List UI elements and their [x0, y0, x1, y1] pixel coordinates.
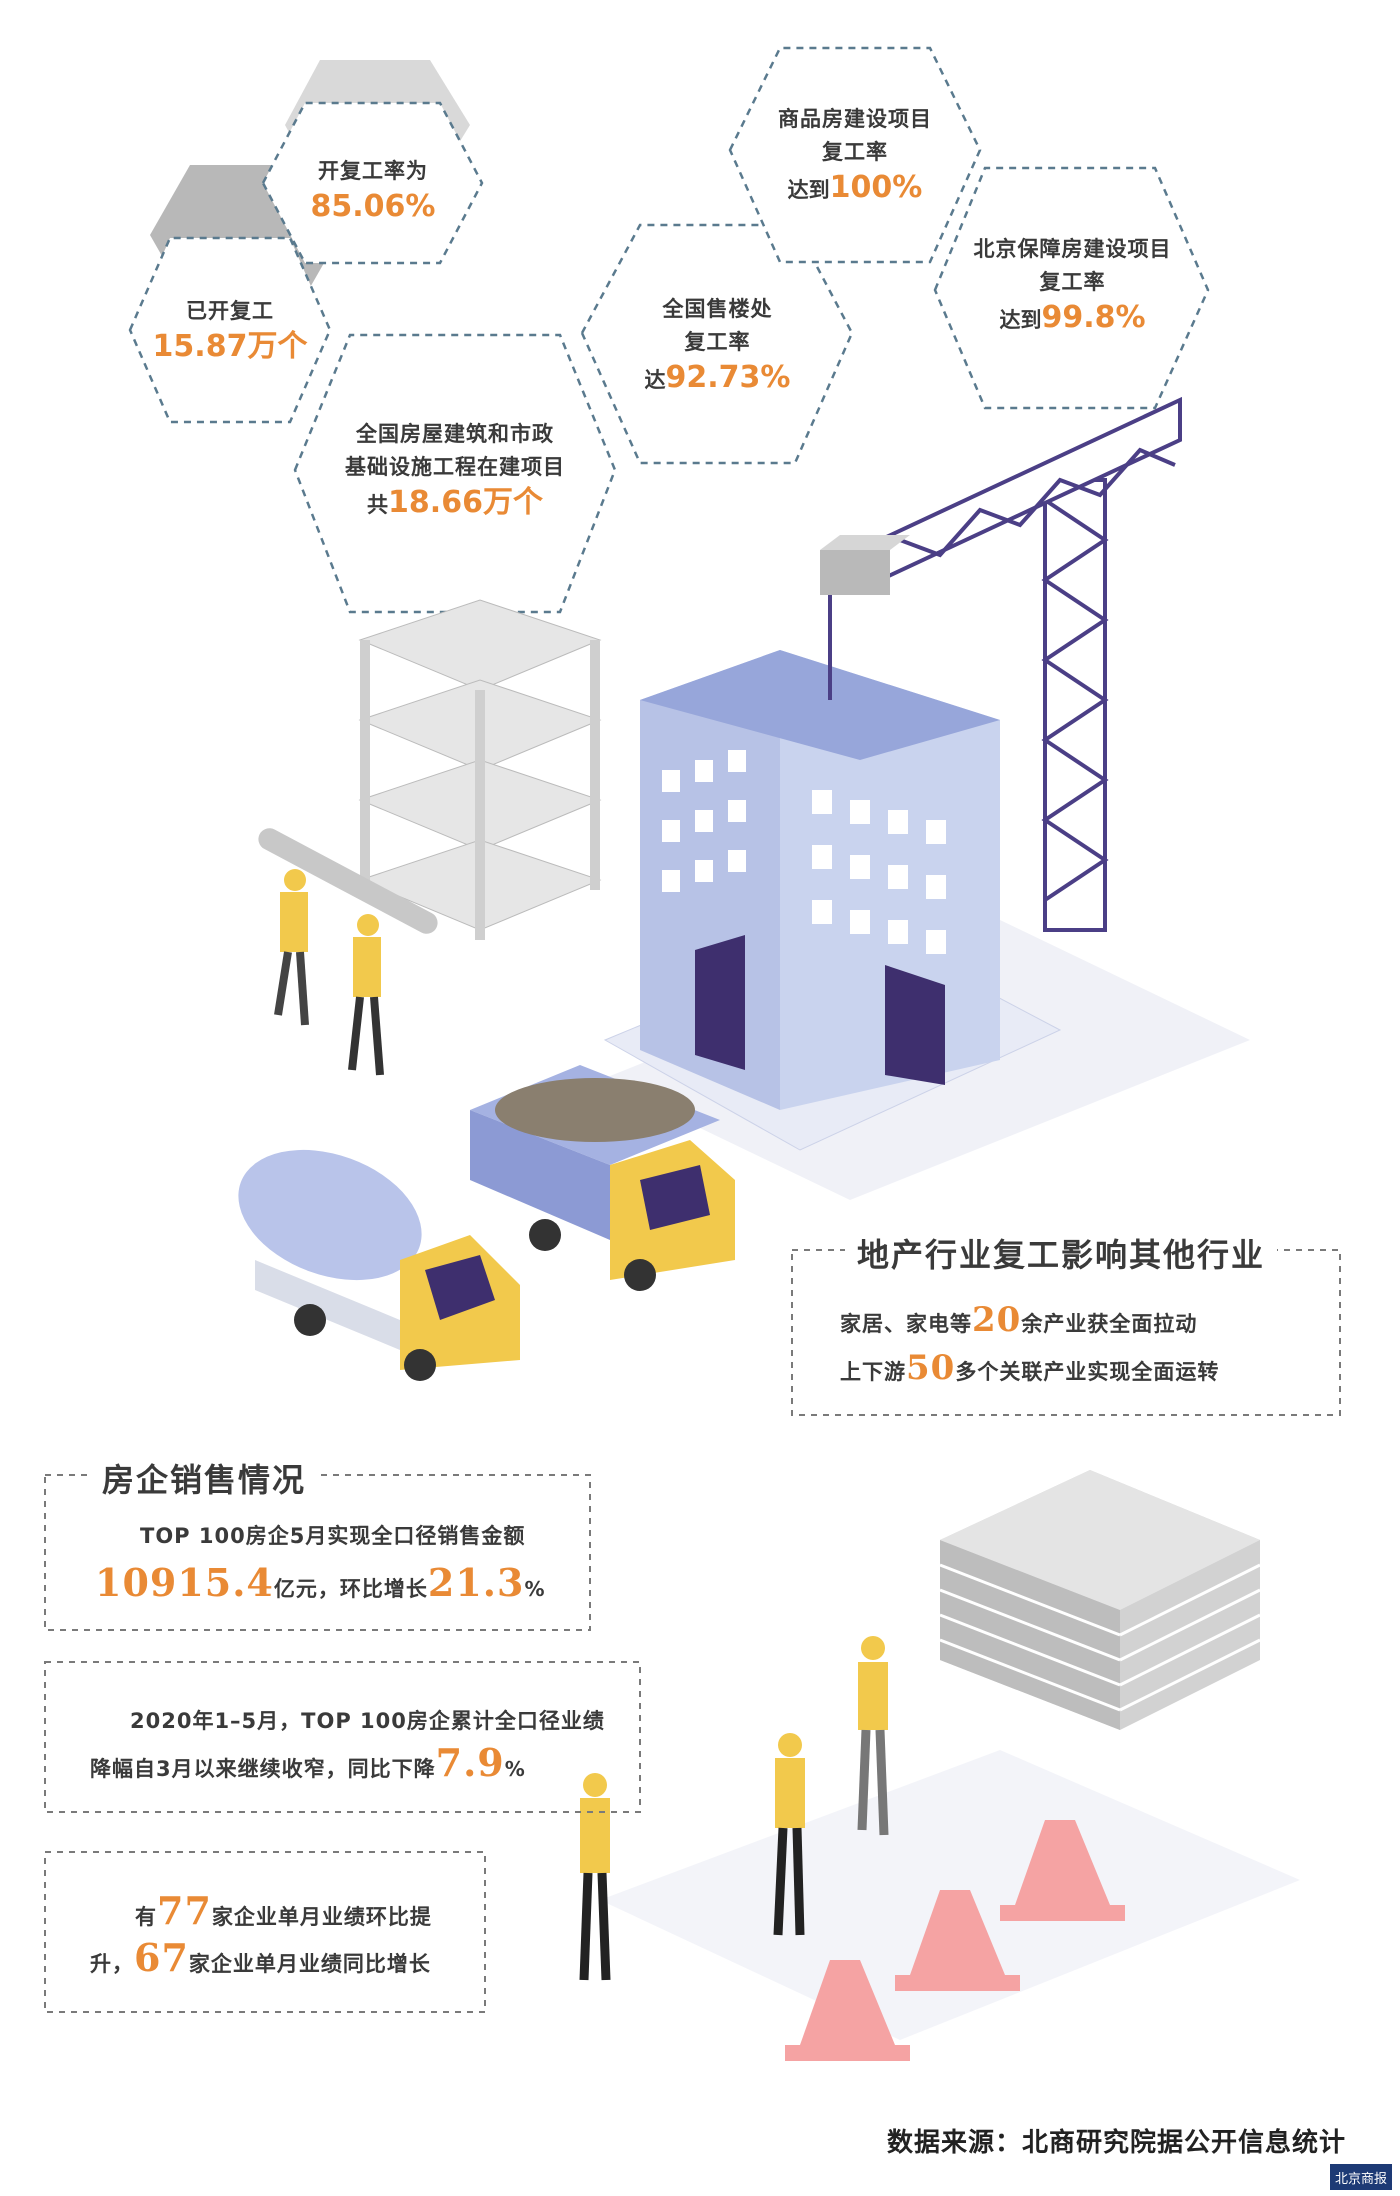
sales-box-3: [44, 1851, 486, 2013]
sales-b3-line-1: 有77家企业单月业绩环比提: [135, 1888, 432, 1933]
hex-label: 基础设施工程在建项目: [345, 455, 565, 479]
industry-title: 地产行业复工影响其他行业: [845, 1230, 1278, 1276]
hex-frame: [933, 166, 1210, 410]
hex-resume-rate: 开复工率为 85.06%: [293, 150, 453, 230]
sales-mom-firms: 77: [157, 1888, 212, 1933]
sales-title: 房企销售情况: [90, 1455, 319, 1501]
industry-num-1: 20: [972, 1300, 1022, 1340]
scaffold: [358, 599, 602, 940]
hex-commercial-rate: 商品房建设项目 复工率 达到100%: [750, 95, 960, 215]
mixer-truck: [238, 1149, 520, 1381]
hex-prefix: 达到: [787, 178, 830, 202]
building: [640, 650, 1000, 1110]
hex-projects-total: 全国房屋建筑和市政 基础设施工程在建项目 共18.66万个: [310, 405, 600, 535]
hex-frame: [293, 333, 617, 614]
hex-prefix: 共: [367, 493, 389, 517]
sales-b2-line-2: 降幅自3月以来继续收窄，同比下降7.9%: [90, 1740, 526, 1785]
data-source: 数据来源：北商研究院据公开信息统计: [887, 2128, 1347, 2158]
sales-b2-line-1: 2020年1–5月，TOP 100房企累计全口径业绩: [130, 1709, 605, 1733]
hex-label: 全国房屋建筑和市政: [356, 422, 554, 446]
hex-label: 复工率: [822, 140, 888, 164]
hex-resumed-count: 已开复工 15.87万个: [150, 290, 310, 370]
dump-truck: [470, 1065, 735, 1291]
workers-bottom: [579, 1636, 889, 1981]
hex-label: 全国售楼处: [662, 297, 773, 321]
hex-value: 18.66万个: [388, 485, 543, 520]
crane-block: [820, 550, 890, 595]
crane-block: [820, 535, 910, 550]
sales-mom-growth: 21.3: [427, 1560, 525, 1605]
sales-yoy-decline: 7.9: [435, 1740, 505, 1785]
hex-value: 85.06%: [310, 188, 436, 224]
hex-value: 15.87万个: [152, 328, 308, 364]
industry-line-2: 上下游50多个关联产业实现全面运转: [840, 1348, 1220, 1388]
material-stack: [939, 1470, 1261, 1730]
sales-amount: 10915.4: [95, 1560, 274, 1605]
hex-value: 100%: [829, 170, 923, 205]
hex-frame: [261, 101, 484, 265]
hex-frame: [128, 236, 332, 424]
sales-b1-line-2: 10915.4亿元，环比增长21.3%: [95, 1560, 546, 1605]
industry-line-1: 家居、家电等20余产业获全面拉动: [840, 1300, 1198, 1340]
hex-prefix: 达到: [999, 308, 1042, 332]
hex-value: 92.73%: [665, 360, 791, 395]
hex-label: 复工率: [1039, 270, 1106, 294]
hex-label: 开复工率为: [318, 158, 428, 183]
sales-b3-line-2: 升，67家企业单月业绩同比增长: [90, 1935, 431, 1980]
sales-yoy-firms: 67: [134, 1935, 189, 1980]
hex-label: 北京保障房建设项目: [973, 237, 1172, 261]
hex-prefix: 达: [644, 368, 666, 392]
sales-box-2: [44, 1661, 641, 1813]
hex-sales-office-rate: 全国售楼处 复工率 达92.73%: [605, 285, 830, 405]
sales-box-1: [44, 1474, 591, 1631]
hex-beijing-rate: 北京保障房建设项目 复工率 达到99.8%: [955, 225, 1190, 345]
industry-num-2: 50: [906, 1348, 956, 1388]
publisher-logo: 北京商报: [1330, 2164, 1392, 2190]
hex-label: 已开复工: [186, 298, 274, 323]
hex-label: 复工率: [684, 330, 751, 354]
hex-label: 商品房建设项目: [778, 107, 932, 131]
hex-frame: [580, 223, 854, 465]
hex-value: 99.8%: [1041, 300, 1146, 335]
sales-b1-line-1: TOP 100房企5月实现全口径销售金额: [140, 1524, 526, 1548]
industry-box: [791, 1249, 1341, 1416]
traffic-cones: [785, 1820, 1125, 2061]
crane: [828, 396, 1182, 932]
workers-pipe: [258, 828, 438, 1076]
hex-frame: [728, 46, 982, 264]
